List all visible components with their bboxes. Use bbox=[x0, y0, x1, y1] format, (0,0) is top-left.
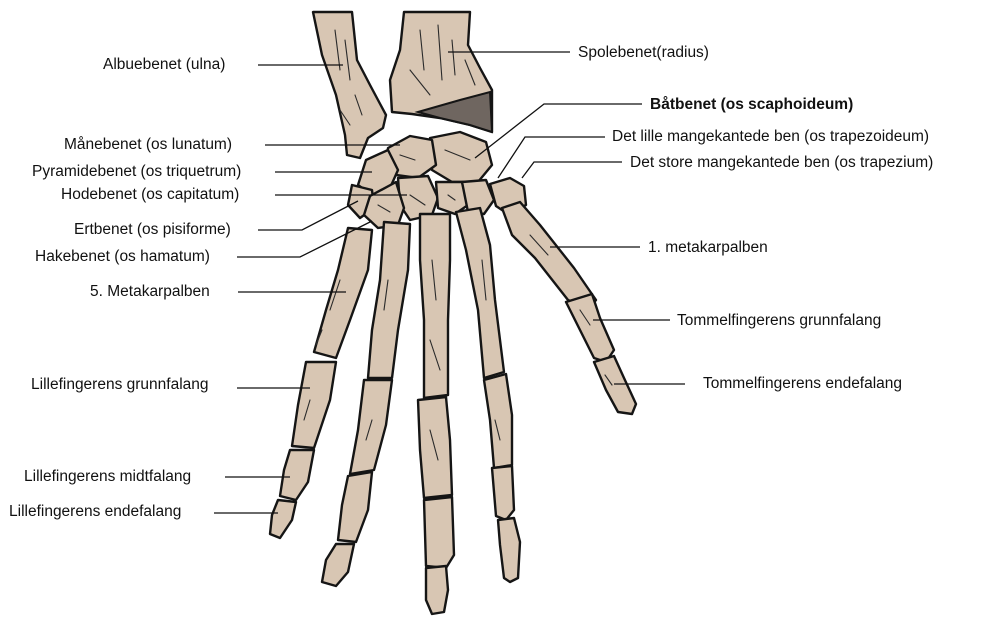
label-pisiform: Ertbenet (os pisiforme) bbox=[74, 221, 231, 239]
label-little-finger-middle-phalanx: Lillefingerens midtfalang bbox=[24, 468, 191, 486]
radius-bone bbox=[390, 12, 492, 132]
label-ulna: Albuebenet (ulna) bbox=[103, 56, 225, 74]
label-metacarpal-5: 5. Metakarpalben bbox=[90, 283, 210, 301]
label-metacarpal-1: 1. metakarpalben bbox=[648, 239, 768, 257]
label-triquetrum: Pyramidebenet (os triquetrum) bbox=[32, 163, 241, 181]
label-scaphoid: Båtbenet (os scaphoideum) bbox=[650, 96, 853, 114]
label-little-finger-proximal-phalanx: Lillefingerens grunnfalang bbox=[31, 376, 209, 394]
label-hamate: Hakebenet (os hamatum) bbox=[35, 248, 210, 266]
label-trapezium: Det store mangekantede ben (os trapezium… bbox=[630, 154, 933, 172]
label-thumb-proximal-phalanx: Tommelfingerens grunnfalang bbox=[677, 312, 881, 330]
thumb-bones bbox=[502, 202, 636, 414]
label-radius: Spolebenet(radius) bbox=[578, 44, 709, 62]
index-finger-bones bbox=[456, 208, 520, 582]
ulna-bone bbox=[313, 12, 386, 158]
label-lunate: Månebenet (os lunatum) bbox=[64, 136, 232, 154]
label-thumb-distal-phalanx: Tommelfingerens endefalang bbox=[703, 375, 902, 393]
label-trapezoid: Det lille mangekantede ben (os trapezoid… bbox=[612, 128, 929, 146]
middle-finger-bones bbox=[418, 214, 454, 614]
label-capitate: Hodebenet (os capitatum) bbox=[61, 186, 239, 204]
label-little-finger-distal-phalanx: Lillefingerens endefalang bbox=[9, 503, 181, 521]
